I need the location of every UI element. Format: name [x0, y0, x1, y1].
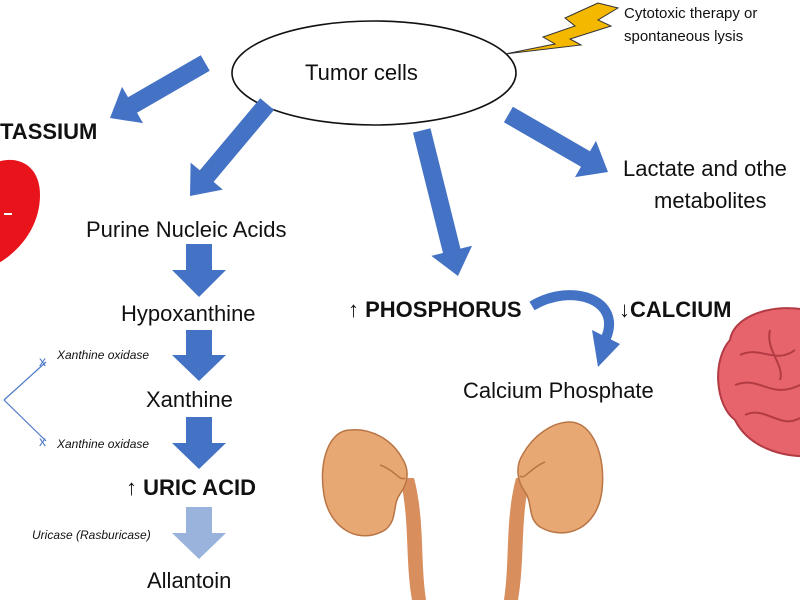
xanthine-label: Xanthine	[146, 387, 233, 412]
tumor-cells-ellipse	[231, 20, 517, 126]
kidney-right-icon	[504, 421, 604, 600]
allantoin-label: Allantoin	[147, 568, 232, 593]
curved-arrow-head	[592, 330, 620, 367]
inhibition-mark-bottom: x	[39, 433, 46, 449]
kidney-left-icon	[321, 429, 426, 600]
trigger-label-line2: spontaneous lysis	[624, 28, 744, 45]
hypoxanthine-label: Hypoxanthine	[121, 301, 256, 326]
purine-label: Purine Nucleic Acids	[86, 217, 287, 242]
tumor-cells-label: Tumor cells	[305, 60, 418, 85]
lactate-label-line1: Lactate and othe	[623, 156, 787, 181]
phosphorus-label: ↑ PHOSPHORUS	[348, 297, 522, 322]
arrow-to-potassium	[110, 55, 210, 124]
arrow-to-phosphorus	[412, 128, 473, 276]
brain-icon	[717, 307, 800, 458]
inhibition-line-bottom	[3, 399, 47, 442]
uric-acid-label: ↑ URIC ACID	[126, 475, 256, 500]
calcium-label: ↓CALCIUM	[619, 297, 732, 322]
inhibition-line-top	[3, 361, 47, 401]
inhibition-mark-top: x	[39, 353, 46, 369]
trigger-label-line1: Cytotoxic therapy or	[624, 5, 758, 22]
heart-icon	[0, 160, 40, 263]
arrow-xanthine-to-uric-acid	[172, 417, 226, 469]
arrow-to-purine	[190, 98, 275, 196]
enzyme-xanthine-oxidase-2: Xanthine oxidase	[57, 437, 150, 451]
arrow-uric-acid-to-allantoin	[172, 507, 226, 559]
enzyme-uricase: Uricase (Rasburicase)	[32, 528, 151, 542]
potassium-label: TASSIUM	[0, 119, 98, 144]
arrow-purine-to-hypoxanthine	[172, 244, 226, 297]
calcium-phosphate-label: Calcium Phosphate	[463, 378, 654, 403]
arrow-to-lactate	[503, 106, 608, 178]
lightning-icon	[504, 2, 620, 55]
curved-arrow	[529, 290, 614, 340]
lactate-label-line2: metabolites	[654, 188, 767, 213]
arrow-hypoxanthine-to-xanthine	[172, 330, 226, 381]
enzyme-xanthine-oxidase-1: Xanthine oxidase	[57, 348, 150, 362]
